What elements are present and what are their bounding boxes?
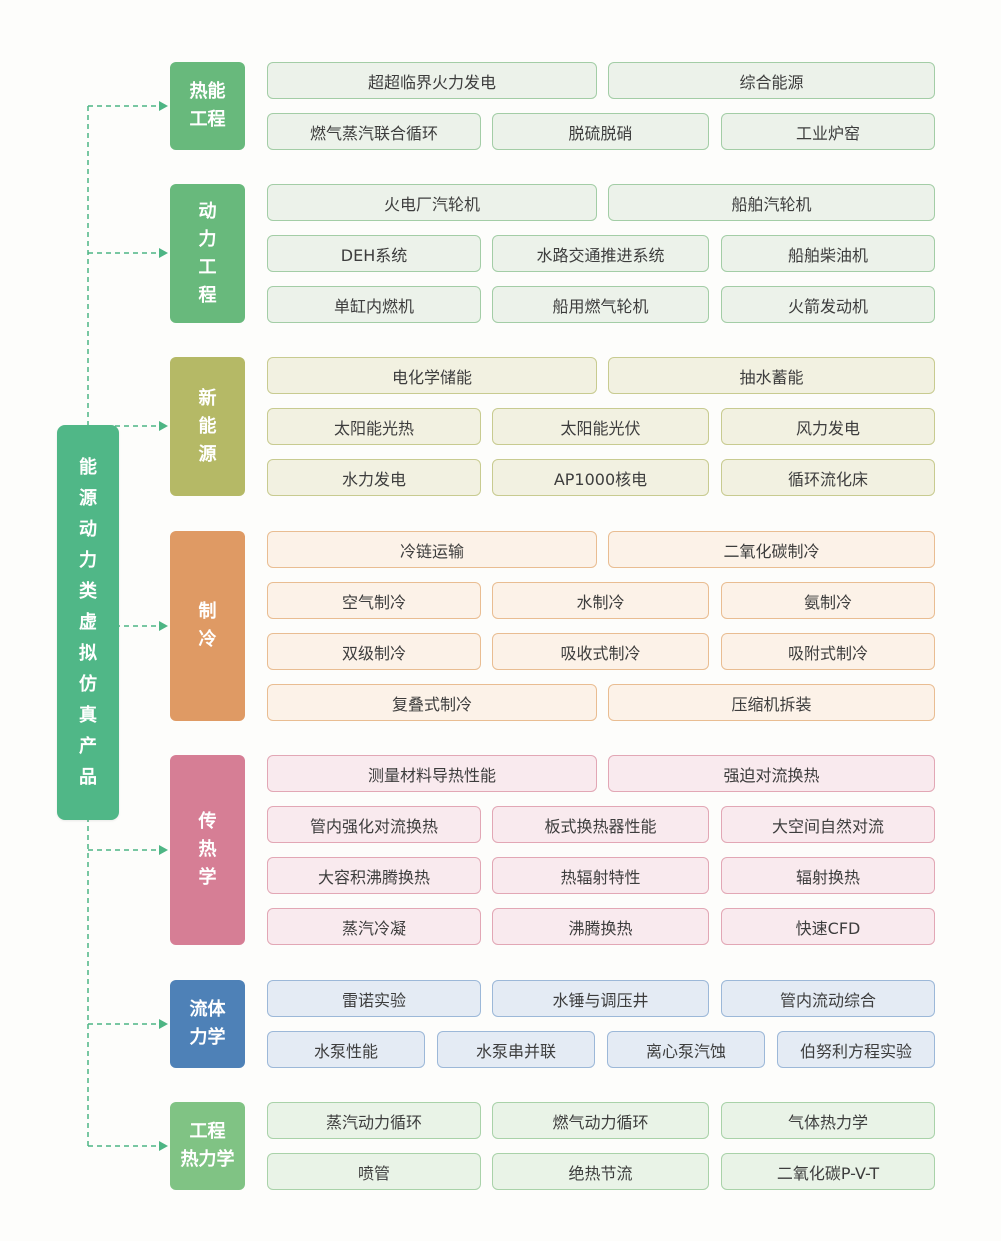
- item-heat-transfer: 沸腾换热: [492, 908, 709, 945]
- category-label-fluid-mechanics: 流体 力学: [170, 980, 245, 1068]
- item-thermal-energy-engineering: 超超临界火力发电: [267, 62, 597, 99]
- item-fluid-mechanics: 水泵性能: [267, 1031, 425, 1068]
- item-new-energy: 电化学储能: [267, 357, 597, 394]
- item-engineering-thermodynamics: 绝热节流: [492, 1153, 709, 1190]
- item-new-energy: 太阳能光热: [267, 408, 481, 445]
- category-label-thermal-energy-engineering: 热能 工程: [170, 62, 245, 150]
- item-fluid-mechanics: 伯努利方程实验: [777, 1031, 935, 1068]
- item-thermal-energy-engineering: 脱硫脱硝: [492, 113, 709, 150]
- item-new-energy: AP1000核电: [492, 459, 709, 496]
- item-heat-transfer: 强迫对流换热: [608, 755, 935, 792]
- item-heat-transfer: 蒸汽冷凝: [267, 908, 481, 945]
- item-heat-transfer: 板式换热器性能: [492, 806, 709, 843]
- item-refrigeration: 双级制冷: [267, 633, 481, 670]
- item-fluid-mechanics: 雷诺实验: [267, 980, 481, 1017]
- item-fluid-mechanics: 水泵串并联: [437, 1031, 595, 1068]
- item-refrigeration: 吸收式制冷: [492, 633, 709, 670]
- item-refrigeration: 复叠式制冷: [267, 684, 597, 721]
- item-engineering-thermodynamics: 蒸汽动力循环: [267, 1102, 481, 1139]
- item-engineering-thermodynamics: 喷管: [267, 1153, 481, 1190]
- item-fluid-mechanics: 水锤与调压井: [492, 980, 709, 1017]
- item-refrigeration: 氨制冷: [721, 582, 935, 619]
- item-fluid-mechanics: 管内流动综合: [721, 980, 935, 1017]
- item-heat-transfer: 管内强化对流换热: [267, 806, 481, 843]
- item-heat-transfer: 快速CFD: [721, 908, 935, 945]
- item-engineering-thermodynamics: 气体热力学: [721, 1102, 935, 1139]
- category-label-refrigeration: 制 冷: [170, 531, 245, 721]
- item-refrigeration: 压缩机拆装: [608, 684, 935, 721]
- item-heat-transfer: 大空间自然对流: [721, 806, 935, 843]
- item-thermal-energy-engineering: 燃气蒸汽联合循环: [267, 113, 481, 150]
- item-power-engineering: 船舶汽轮机: [608, 184, 935, 221]
- item-heat-transfer: 辐射换热: [721, 857, 935, 894]
- item-power-engineering: 水路交通推进系统: [492, 235, 709, 272]
- item-power-engineering: 火箭发动机: [721, 286, 935, 323]
- category-label-heat-transfer: 传 热 学: [170, 755, 245, 945]
- item-heat-transfer: 测量材料导热性能: [267, 755, 597, 792]
- item-refrigeration: 吸附式制冷: [721, 633, 935, 670]
- item-refrigeration: 二氧化碳制冷: [608, 531, 935, 568]
- item-thermal-energy-engineering: 综合能源: [608, 62, 935, 99]
- item-heat-transfer: 大容积沸腾换热: [267, 857, 481, 894]
- category-label-engineering-thermodynamics: 工程 热力学: [170, 1102, 245, 1190]
- item-new-energy: 太阳能光伏: [492, 408, 709, 445]
- item-refrigeration: 水制冷: [492, 582, 709, 619]
- item-engineering-thermodynamics: 二氧化碳P-V-T: [721, 1153, 935, 1190]
- item-power-engineering: 单缸内燃机: [267, 286, 481, 323]
- category-label-power-engineering: 动 力 工 程: [170, 184, 245, 323]
- category-label-new-energy: 新 能 源: [170, 357, 245, 496]
- item-engineering-thermodynamics: 燃气动力循环: [492, 1102, 709, 1139]
- item-power-engineering: 船用燃气轮机: [492, 286, 709, 323]
- item-new-energy: 循环流化床: [721, 459, 935, 496]
- item-power-engineering: 船舶柴油机: [721, 235, 935, 272]
- item-refrigeration: 冷链运输: [267, 531, 597, 568]
- item-new-energy: 风力发电: [721, 408, 935, 445]
- item-new-energy: 抽水蓄能: [608, 357, 935, 394]
- item-power-engineering: DEH系统: [267, 235, 481, 272]
- item-heat-transfer: 热辐射特性: [492, 857, 709, 894]
- item-power-engineering: 火电厂汽轮机: [267, 184, 597, 221]
- item-thermal-energy-engineering: 工业炉窑: [721, 113, 935, 150]
- item-fluid-mechanics: 离心泵汽蚀: [607, 1031, 765, 1068]
- root-node: 能 源 动 力 类 虚 拟 仿 真 产 品: [57, 425, 119, 820]
- item-new-energy: 水力发电: [267, 459, 481, 496]
- item-refrigeration: 空气制冷: [267, 582, 481, 619]
